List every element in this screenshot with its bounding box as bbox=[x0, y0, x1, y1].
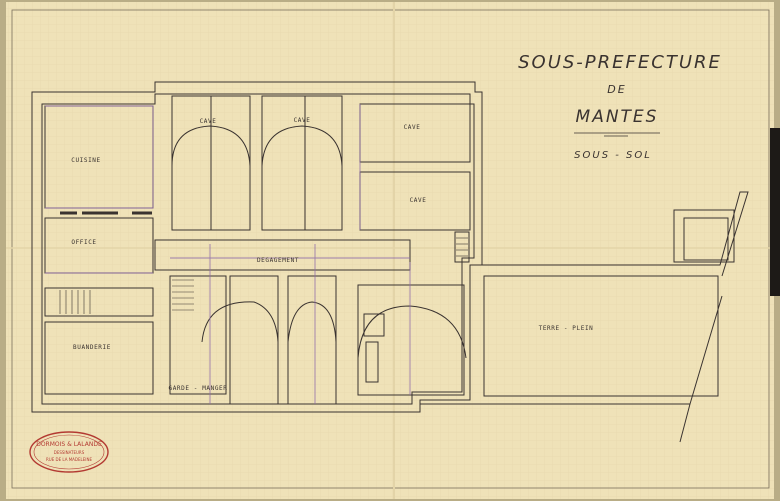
stamp-name: DORMOIS & LALANDE bbox=[36, 441, 102, 448]
boiler-outline bbox=[363, 313, 385, 337]
lower-vault-1 bbox=[201, 301, 279, 343]
scan-edge bbox=[770, 128, 780, 296]
label-cuisine: CUISINE bbox=[71, 157, 101, 164]
label-cave-3: CAVE bbox=[404, 124, 421, 131]
title-line-1: SOUS-PREFECTURE bbox=[518, 52, 722, 73]
stamp-line-2: DESSINATEURS bbox=[54, 450, 85, 455]
annex-room-inner bbox=[683, 217, 729, 261]
label-cave-1: CAVE bbox=[200, 118, 217, 125]
stamp-line-3: RUE DE LA MADELEINE bbox=[46, 457, 92, 462]
terre-plein-area bbox=[483, 275, 719, 397]
stair-room bbox=[44, 287, 154, 317]
label-terre-plein: TERRE - PLEIN bbox=[539, 325, 594, 332]
title-line-3: MANTES bbox=[576, 107, 659, 127]
label-cave-4: CAVE bbox=[410, 197, 427, 204]
corridor-stair bbox=[454, 231, 470, 263]
annex-room bbox=[673, 209, 735, 263]
label-buanderie: BUANDERIE bbox=[73, 344, 111, 351]
buanderie-room bbox=[44, 321, 154, 395]
paper-grid bbox=[6, 2, 774, 499]
sheet-border bbox=[11, 9, 770, 489]
pencil-partitions bbox=[45, 104, 411, 404]
label-cave-2: CAVE bbox=[294, 117, 311, 124]
label-garde-manger: GARDE - MANGER bbox=[169, 385, 228, 392]
degagement-corridor bbox=[154, 239, 411, 271]
label-office: OFFICE bbox=[71, 239, 96, 246]
annex-wall bbox=[420, 295, 723, 443]
lower-vault-2 bbox=[287, 301, 337, 343]
stairs bbox=[59, 237, 468, 314]
title-line-4: SOUS - SOL bbox=[574, 150, 652, 161]
garde-manger-room bbox=[169, 275, 227, 395]
annex-wall bbox=[482, 191, 749, 277]
outer-wall-inner bbox=[41, 93, 475, 405]
label-degagement: DEGAGEMENT bbox=[257, 257, 299, 264]
title-line-2: DE bbox=[607, 83, 626, 96]
lower-bay-3 bbox=[357, 284, 465, 396]
cave-2-vault bbox=[261, 125, 343, 167]
cave-1-vault bbox=[171, 125, 251, 167]
drafter-stamp: DORMOIS & LALANDE DESSINATEURS RUE DE LA… bbox=[29, 431, 109, 473]
boiler-outline bbox=[365, 341, 379, 383]
